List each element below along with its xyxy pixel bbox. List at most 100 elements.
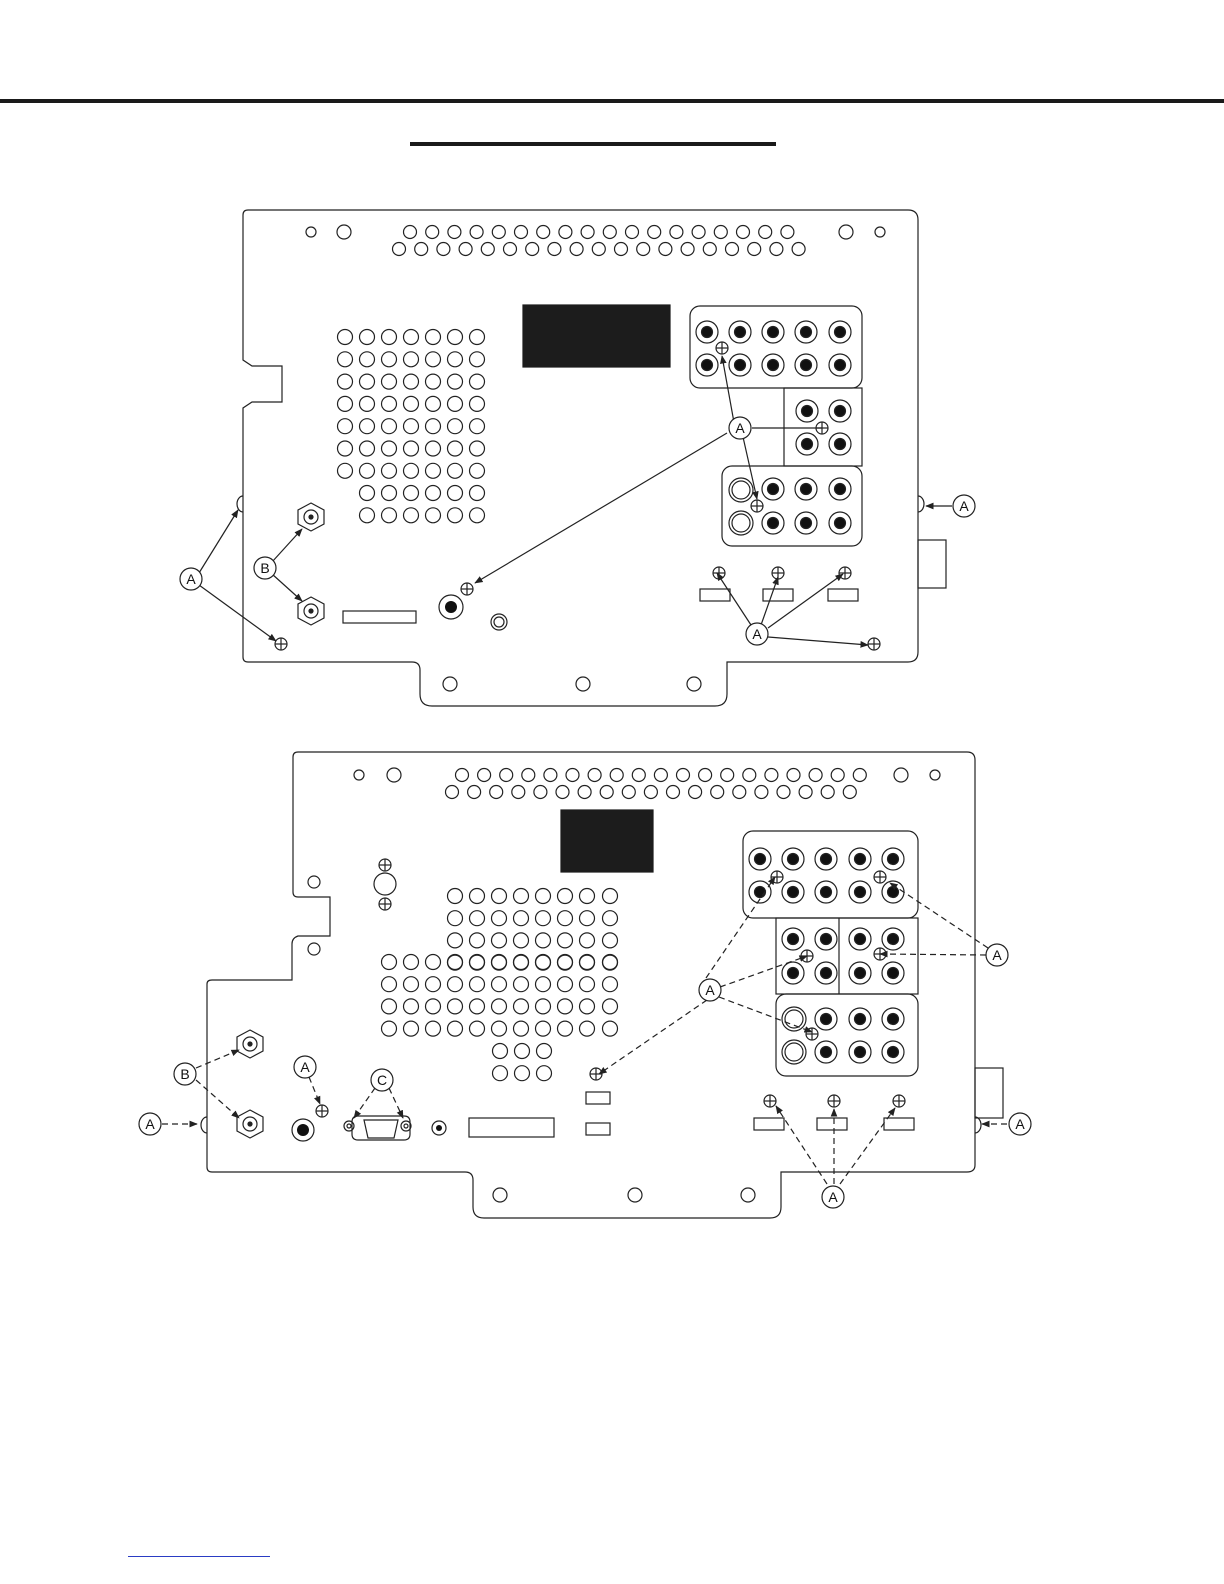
vent-hole bbox=[659, 243, 672, 256]
vent-hole bbox=[537, 1044, 552, 1059]
rca-jack-center bbox=[755, 854, 766, 865]
vent-hole bbox=[570, 243, 583, 256]
vent-hole bbox=[404, 508, 419, 523]
vent-hole bbox=[415, 243, 428, 256]
vent-hole bbox=[781, 226, 794, 239]
rca-jack-center bbox=[768, 327, 779, 338]
vent-hole bbox=[514, 911, 529, 926]
panel-bottom-callout-c: C bbox=[371, 1069, 393, 1091]
rca-jack-center bbox=[768, 484, 779, 495]
vent-hole bbox=[360, 374, 375, 389]
vent-hole bbox=[382, 374, 397, 389]
vent-hole bbox=[759, 226, 772, 239]
rca-jack-center bbox=[788, 934, 799, 945]
vent-hole bbox=[404, 226, 417, 239]
vent-hole bbox=[603, 977, 618, 992]
panel-top-vent-row bbox=[306, 225, 885, 256]
vent-hole bbox=[382, 419, 397, 434]
vent-hole bbox=[592, 243, 605, 256]
panel-top: A A A B A bbox=[180, 210, 975, 706]
panel-top-side-bracket bbox=[918, 540, 946, 588]
mount-hole bbox=[354, 770, 364, 780]
panel-bottom-callout-a-far-left: A bbox=[139, 1113, 161, 1135]
footer-link-underline[interactable] bbox=[128, 1556, 270, 1557]
vent-hole bbox=[382, 441, 397, 456]
vent-hole bbox=[610, 769, 623, 782]
vent-hole bbox=[737, 226, 750, 239]
vent-hole bbox=[600, 786, 613, 799]
panel-top-callout-a-bottom: A bbox=[746, 623, 768, 645]
vent-hole bbox=[426, 1021, 441, 1036]
vent-hole bbox=[459, 243, 472, 256]
vent-hole bbox=[733, 786, 746, 799]
vent-hole bbox=[426, 486, 441, 501]
vent-hole bbox=[448, 226, 461, 239]
vent-hole bbox=[393, 243, 406, 256]
vent-hole bbox=[580, 977, 595, 992]
rca-jack-center bbox=[835, 484, 846, 495]
rca-jack-center bbox=[735, 327, 746, 338]
vent-hole bbox=[492, 911, 507, 926]
rca-jack-center bbox=[821, 854, 832, 865]
vent-hole bbox=[426, 508, 441, 523]
vent-hole bbox=[514, 933, 529, 948]
vent-hole bbox=[526, 243, 539, 256]
vent-hole bbox=[603, 1021, 618, 1036]
vent-hole bbox=[843, 786, 856, 799]
vent-hole bbox=[755, 786, 768, 799]
vent-hole bbox=[558, 977, 573, 992]
rca-jack-center bbox=[835, 518, 846, 529]
vent-hole bbox=[677, 769, 690, 782]
rca-jack-center bbox=[835, 406, 846, 417]
rca-jack-center bbox=[835, 439, 846, 450]
vent-hole bbox=[626, 226, 639, 239]
vent-hole bbox=[689, 786, 702, 799]
panel-bottom-vent-row bbox=[354, 768, 940, 799]
vent-hole bbox=[536, 889, 551, 904]
vent-hole bbox=[492, 226, 505, 239]
panel-bottom-slot bbox=[469, 1118, 554, 1137]
vent-hole bbox=[580, 889, 595, 904]
vent-hole bbox=[492, 1021, 507, 1036]
rca-jack-center bbox=[821, 887, 832, 898]
vent-hole bbox=[558, 911, 573, 926]
vent-hole bbox=[493, 1044, 508, 1059]
vent-hole bbox=[500, 769, 513, 782]
vent-hole bbox=[426, 977, 441, 992]
rca-jack-center bbox=[821, 1047, 832, 1058]
rca-jack-center bbox=[888, 854, 899, 865]
svg-text:B: B bbox=[260, 560, 269, 576]
vent-hole bbox=[654, 769, 667, 782]
vent-hole bbox=[809, 769, 822, 782]
panel-top-large-jack-2-inner bbox=[732, 514, 750, 532]
vent-hole bbox=[536, 933, 551, 948]
panel-bottom-f-connector-2 bbox=[237, 1110, 263, 1138]
vent-hole bbox=[556, 786, 569, 799]
rca-jack-center bbox=[855, 854, 866, 865]
rca-jack-center bbox=[855, 934, 866, 945]
vent-hole bbox=[777, 786, 790, 799]
vent-hole bbox=[493, 1066, 508, 1081]
vent-hole bbox=[360, 330, 375, 345]
rca-jack-center bbox=[788, 854, 799, 865]
vent-hole bbox=[637, 243, 650, 256]
rca-jack-center bbox=[702, 327, 713, 338]
vent-hole bbox=[426, 226, 439, 239]
vent-hole bbox=[748, 243, 761, 256]
vent-hole bbox=[580, 1021, 595, 1036]
vent-hole bbox=[588, 769, 601, 782]
vent-hole bbox=[534, 786, 547, 799]
vent-hole bbox=[448, 352, 463, 367]
panel-top-tab-1 bbox=[700, 589, 730, 601]
rca-jack-center bbox=[888, 934, 899, 945]
panel-bottom-callout-a-left: A bbox=[294, 1056, 316, 1078]
vent-hole bbox=[514, 999, 529, 1014]
vent-hole bbox=[338, 419, 353, 434]
vent-hole bbox=[382, 955, 397, 970]
vent-hole bbox=[699, 769, 712, 782]
vent-hole bbox=[536, 955, 551, 970]
vent-hole bbox=[490, 786, 503, 799]
rca-jack-center bbox=[888, 887, 899, 898]
vent-hole bbox=[711, 786, 724, 799]
vent-hole bbox=[792, 243, 805, 256]
